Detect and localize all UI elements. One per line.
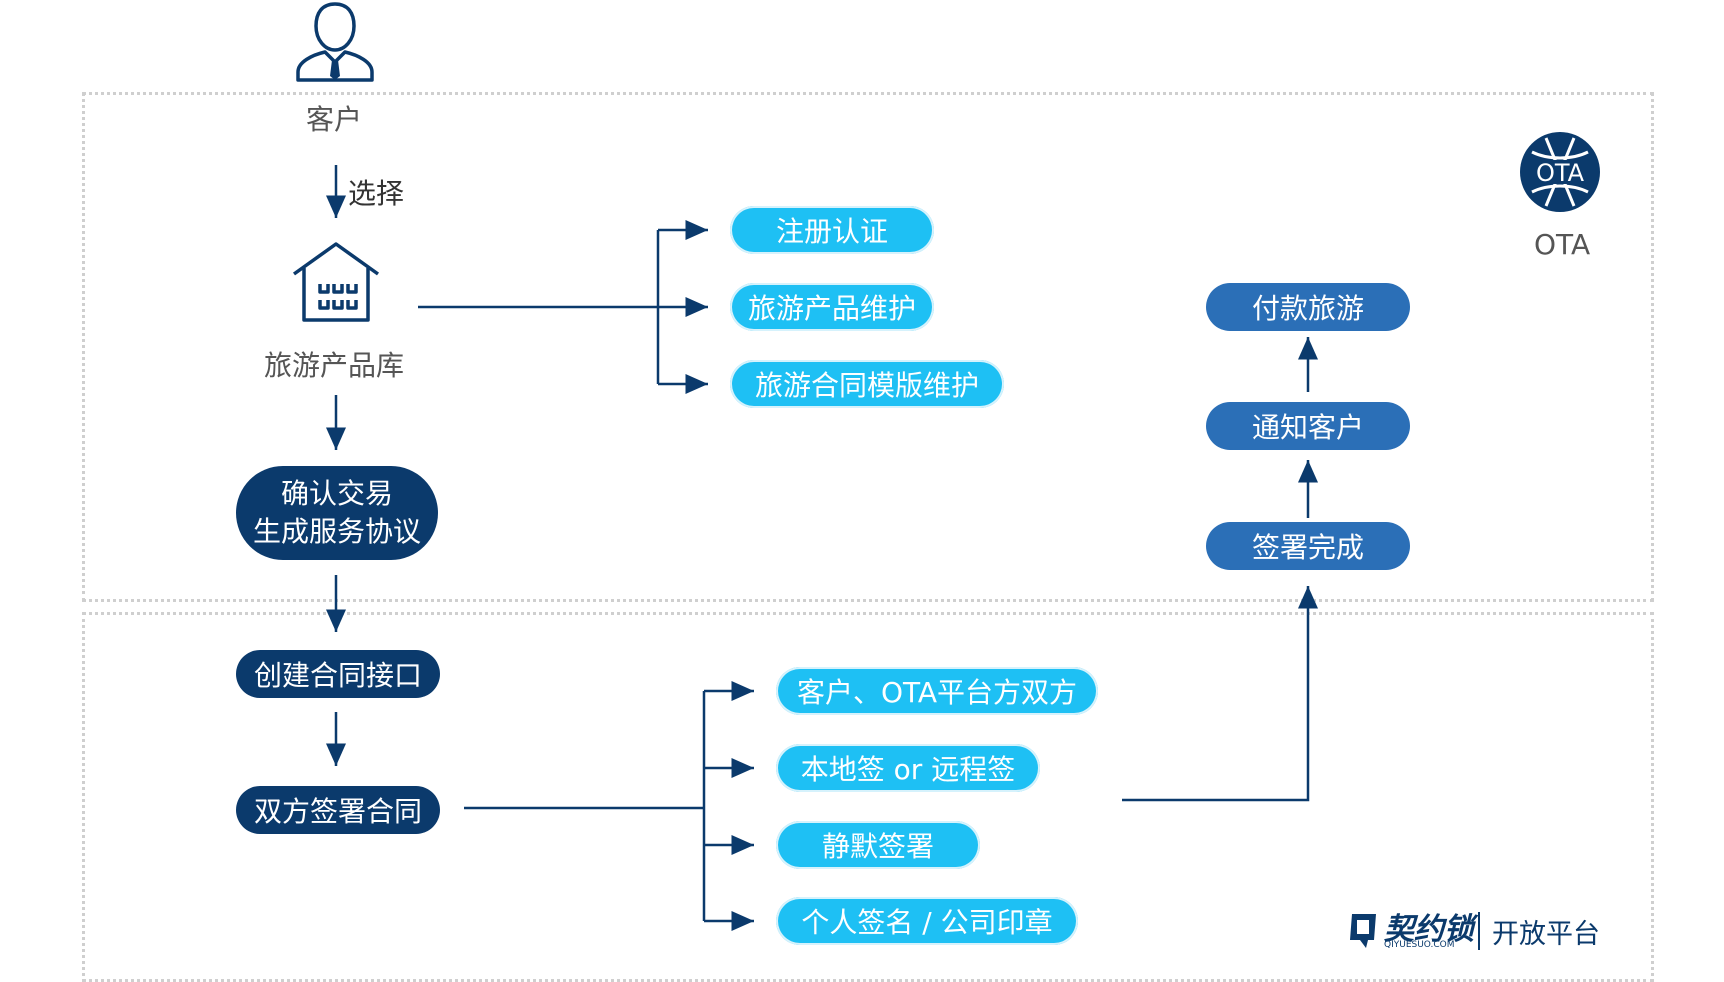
brand-divider — [1478, 912, 1480, 950]
confirm-line-1: 确认交易 — [280, 477, 393, 510]
brand-name: 契约锁 — [1384, 912, 1474, 947]
branch-product-maintenance: 旅游产品维护 — [730, 283, 934, 331]
sign-branch-silent: 静默签署 — [776, 821, 980, 869]
ota-label: OTA — [1534, 228, 1591, 261]
sign-branch-seal: 个人签名 / 公司印章 — [776, 897, 1078, 945]
sign-contract-node: 双方签署合同 — [236, 786, 440, 834]
confirm-line-2: 生成服务协议 — [252, 515, 421, 548]
customer-label: 客户 — [306, 103, 363, 136]
sign-branch-mode: 本地签 or 远程签 — [776, 744, 1040, 792]
branch-register-auth: 注册认证 — [730, 206, 934, 254]
qiyuesuo-logo-icon — [1350, 914, 1376, 948]
select-label: 选择 — [348, 177, 405, 210]
ota-globe-icon: OTA — [1520, 132, 1600, 212]
ota-pay-travel-node: 付款旅游 — [1206, 283, 1410, 331]
house-icon — [292, 242, 380, 322]
brand-platform: 开放平台 — [1492, 919, 1600, 950]
arrow-to-signed — [1122, 586, 1318, 802]
confirm-transaction-node: 确认交易 生成服务协议 — [236, 466, 438, 560]
brand-domain: QIYUESUO.COM — [1384, 940, 1455, 950]
ota-badge-text: OTA — [1536, 159, 1585, 187]
platform-zone — [82, 92, 1654, 602]
customer-person-icon — [296, 2, 374, 82]
branch-contract-template: 旅游合同模版维护 — [730, 360, 1004, 408]
sign-branch-parties: 客户、OTA平台方双方 — [776, 667, 1098, 715]
ota-notify-customer-node: 通知客户 — [1206, 402, 1410, 450]
product-library-label: 旅游产品库 — [264, 349, 405, 382]
create-contract-api-node: 创建合同接口 — [236, 650, 440, 698]
ota-sign-complete-node: 签署完成 — [1206, 522, 1410, 570]
